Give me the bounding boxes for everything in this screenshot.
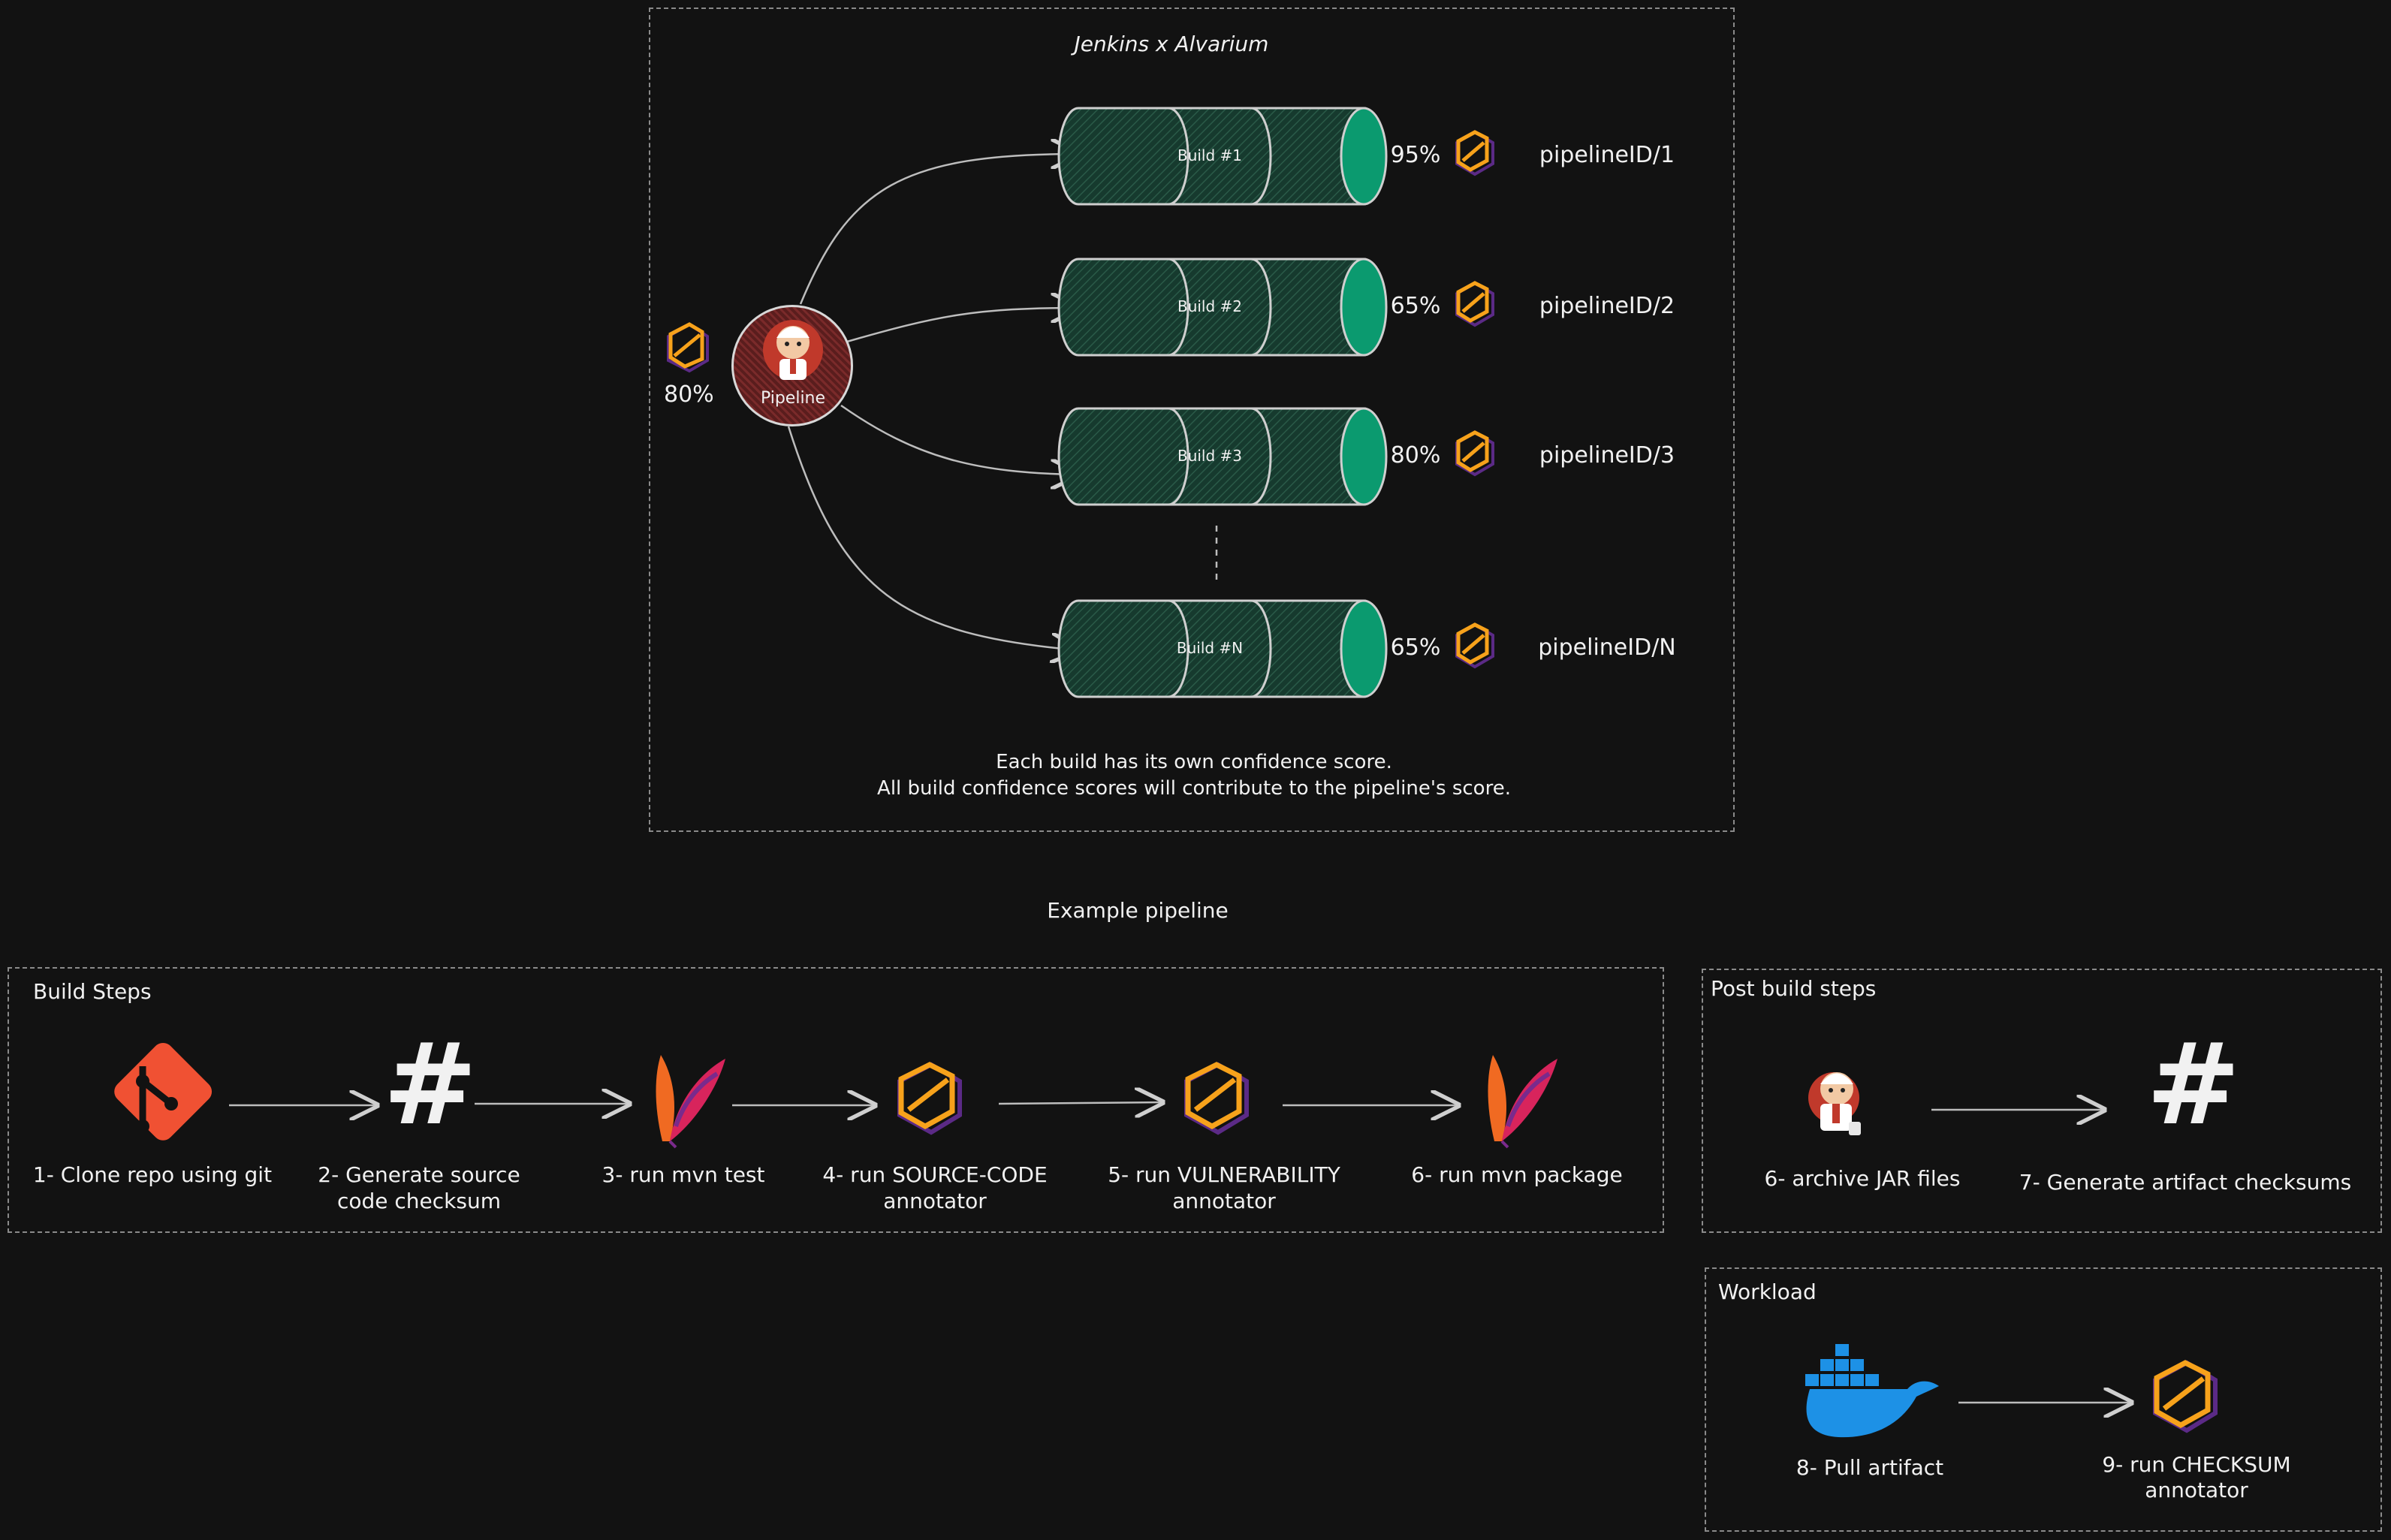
jenkins-alvarium-frame [649,8,1735,832]
arrow-pipeline-build-n [787,426,1078,650]
hash-icon: # [2146,1020,2241,1150]
work-step-9-label-1: 9- run CHECKSUM [2102,1452,2291,1477]
pipeline-id: pipelineID/1 [1539,141,1675,168]
workload-frame [1705,1267,2382,1532]
build-label: Build #2 [1177,297,1243,315]
build-step-1-label-1: 1- Clone repo using git [32,1162,273,1187]
alvarium-icon [1455,281,1494,327]
pipeline-score: 80% [664,381,714,408]
build-label: Build #N [1176,639,1244,657]
build-steps-frame [8,967,1664,1233]
build-step-2-label-1: 2- Generate source [318,1162,520,1187]
build-step-4-label-1: 4- run SOURCE-CODE [822,1162,1048,1187]
work-step-8-label: 8- Pull artifact [1796,1455,1944,1480]
build-step-4-label-2: annotator [883,1189,987,1213]
build-cylinder-4[interactable] [1057,599,1388,698]
work-step-9-label-2: annotator [2145,1478,2248,1502]
pipeline-id: pipelineID/3 [1539,442,1675,469]
arrow-pipeline-build-3 [840,404,1078,475]
build-cylinder-2[interactable] [1057,258,1388,357]
pipeline-id: pipelineID/N [1538,634,1676,661]
pipeline-label: Pipeline [760,389,826,408]
alvarium-icon [1455,622,1494,669]
arrow-pipeline-build-1 [799,154,1078,305]
example-pipeline-title: Example pipeline [1047,898,1229,923]
hash-icon: # [383,1020,478,1150]
caption-line-1: Each build has its own confidence score. [996,751,1392,773]
build-step-5-label-1: 5- run VULNERABILITY [1108,1162,1340,1187]
alvarium-icon [1455,430,1494,477]
build-cylinder-3[interactable] [1057,407,1388,506]
post-build-frame [1702,969,2382,1233]
build-step-6-label-1: 6- run mvn package [1411,1162,1623,1187]
build-label: Build #3 [1177,447,1243,465]
post-build-title: Post build steps [1711,976,1877,1001]
build-steps-title: Build Steps [33,979,152,1004]
post-step-6-label: 6- archive JAR files [1764,1166,1961,1191]
caption-line-2: All build confidence scores will contrib… [877,777,1511,800]
build-cylinder-1[interactable] [1057,107,1388,206]
workload-title: Workload [1718,1279,1817,1304]
arrow-pipeline-build-2 [846,308,1078,343]
build-score: 95% [1390,141,1441,168]
build-step-2-label-2: code checksum [336,1189,501,1213]
build-score: 65% [1390,292,1441,319]
post-step-7-label: 7- Generate artifact checksums [2019,1170,2352,1195]
arrow-step-4-5 [998,1102,1162,1104]
diagram-title: Jenkins x Alvarium [1074,32,1269,56]
pipeline-id: pipelineID/2 [1539,292,1675,319]
build-step-3-label-1: 3- run mvn test [602,1162,765,1187]
build-score: 80% [1390,442,1441,469]
build-label: Build #1 [1177,146,1243,164]
alvarium-icon [1455,130,1494,176]
build-step-5-label-2: annotator [1172,1189,1276,1213]
build-score: 65% [1390,634,1441,661]
